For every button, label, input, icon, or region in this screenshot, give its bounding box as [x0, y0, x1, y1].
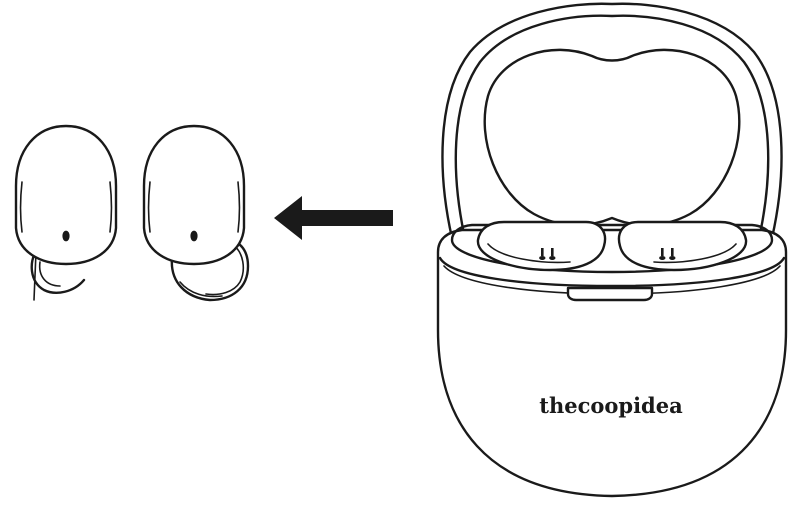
left-earbud [14, 124, 118, 301]
right-earbud-sensor-dot [190, 230, 198, 242]
case-slot-left-inner [487, 243, 571, 264]
right-earbud-body [142, 124, 246, 266]
charging-case: thecoopidea [436, 2, 788, 498]
arrow-left-icon [274, 196, 393, 240]
right-earbud-ear-tip-inner [205, 243, 245, 296]
right-earbud-ear-tip-lip [179, 281, 223, 298]
case-base [436, 228, 788, 498]
right-earbud [142, 124, 250, 302]
case-slot-right-inner [653, 243, 737, 264]
left-earbud-ear-tip [30, 246, 86, 294]
case-charging-pins-left [539, 248, 556, 260]
case-slot-right [617, 220, 748, 272]
case-brand-label: thecoopidea [539, 393, 683, 418]
left-earbud-stem-edge [33, 251, 37, 301]
left-earbud-sensor-dot [62, 230, 70, 242]
case-clasp [566, 286, 654, 302]
case-lid-cavity [483, 48, 741, 227]
left-earbud-seam [19, 181, 23, 233]
case-slot-left [476, 220, 607, 272]
left-earbud-seam-right [109, 181, 113, 233]
case-lid-rim [454, 14, 770, 236]
case-charging-pins-right [659, 248, 676, 260]
left-earbud-ear-tip-inner [38, 261, 61, 287]
left-earbud-body [14, 124, 118, 266]
right-earbud-seam [147, 181, 151, 233]
case-lid-outer [441, 2, 783, 240]
case-base-rim [438, 256, 786, 288]
right-earbud-seam-right [237, 181, 241, 233]
